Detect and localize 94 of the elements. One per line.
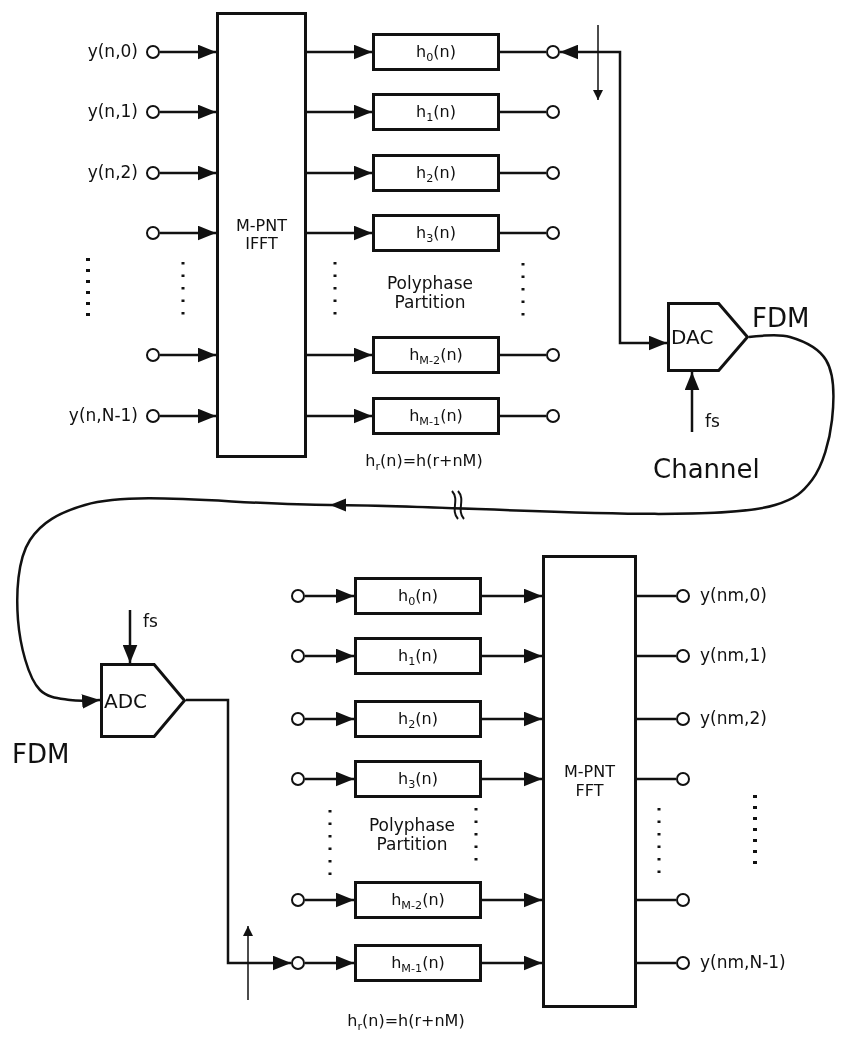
filter-box: h$_{M-2}$(n) bbox=[372, 336, 500, 374]
signal-arrow bbox=[560, 44, 667, 351]
signal-label: y(nm,N-1) bbox=[700, 953, 786, 972]
input-terminal bbox=[291, 649, 305, 663]
output-terminal bbox=[676, 712, 690, 726]
signal-label: y(n,0) bbox=[87, 42, 138, 61]
signal-arrow bbox=[305, 588, 354, 604]
signal-arrow bbox=[482, 892, 542, 908]
signal-arrow bbox=[482, 955, 542, 971]
output-terminal bbox=[546, 226, 560, 240]
filter-box: h$_{M-1}$(n) bbox=[354, 944, 482, 982]
signal-arrow bbox=[482, 648, 542, 664]
signal-arrow bbox=[307, 408, 372, 424]
signal-line bbox=[500, 231, 546, 235]
signal-arrow bbox=[305, 892, 354, 908]
output-terminal bbox=[546, 105, 560, 119]
signal-arrow bbox=[307, 44, 372, 60]
output-terminal bbox=[546, 409, 560, 423]
signal-arrow bbox=[482, 771, 542, 787]
adc-block: ADC bbox=[100, 663, 186, 738]
ifft-block: M-PNT IFFT bbox=[216, 12, 307, 458]
signal-label: y(nm,2) bbox=[700, 709, 767, 728]
signal-arrow bbox=[160, 104, 216, 120]
signal-arrow bbox=[307, 347, 372, 363]
input-terminal bbox=[291, 589, 305, 603]
signal-arrow bbox=[160, 225, 216, 241]
signal-label: y(n,N-1) bbox=[68, 406, 138, 425]
filter-box: h$_{1}$(n) bbox=[372, 93, 500, 131]
filter-box: h$_{2}$(n) bbox=[372, 154, 500, 192]
signal-line bbox=[500, 50, 546, 54]
fft-block: M-PNT FFT bbox=[542, 555, 637, 1008]
output-terminal bbox=[676, 956, 690, 970]
filter-box: h$_{3}$(n) bbox=[354, 760, 482, 798]
signal-arrow bbox=[160, 408, 216, 424]
output-terminal bbox=[676, 589, 690, 603]
signal-arrow bbox=[482, 588, 542, 604]
output-terminal bbox=[676, 772, 690, 786]
filter-box: h$_{M-2}$(n) bbox=[354, 881, 482, 919]
input-terminal bbox=[146, 348, 160, 362]
filter-box: h$_{M-1}$(n) bbox=[372, 397, 500, 435]
output-terminal bbox=[676, 893, 690, 907]
output-terminal bbox=[546, 45, 560, 59]
input-terminal bbox=[291, 893, 305, 907]
signal-line bbox=[637, 961, 676, 965]
filter-box: h$_{2}$(n) bbox=[354, 700, 482, 738]
signal-arrow bbox=[307, 165, 372, 181]
input-terminal bbox=[146, 409, 160, 423]
signal-line bbox=[637, 717, 676, 721]
signal-arrow bbox=[684, 372, 700, 432]
signal-arrow bbox=[160, 347, 216, 363]
signal-line bbox=[500, 171, 546, 175]
signal-arrow bbox=[122, 610, 138, 663]
signal-arrow bbox=[305, 771, 354, 787]
signal-line bbox=[637, 594, 676, 598]
output-terminal bbox=[676, 649, 690, 663]
signal-line bbox=[500, 110, 546, 114]
signal-arrow bbox=[305, 648, 354, 664]
signal-arrow bbox=[186, 698, 291, 971]
signal-label: FDM bbox=[752, 304, 810, 333]
output-terminal bbox=[546, 348, 560, 362]
signal-label: y(nm,0) bbox=[700, 586, 767, 605]
filter-box: h$_{3}$(n) bbox=[372, 214, 500, 252]
section-label: Polyphase Partition bbox=[367, 816, 457, 854]
output-terminal bbox=[546, 166, 560, 180]
signal-arrow bbox=[307, 104, 372, 120]
signal-line bbox=[637, 777, 676, 781]
signal-line bbox=[637, 898, 676, 902]
signal-label: FDM bbox=[12, 740, 70, 769]
filter-box: h$_{1}$(n) bbox=[354, 637, 482, 675]
input-terminal bbox=[146, 166, 160, 180]
signal-arrow bbox=[160, 44, 216, 60]
signal-line bbox=[637, 654, 676, 658]
signal-label: y(n,2) bbox=[87, 163, 138, 182]
formula-label: h$_{r}$(n)=h(r+nM) bbox=[365, 452, 483, 470]
input-terminal bbox=[291, 772, 305, 786]
signal-arrow bbox=[305, 955, 354, 971]
signal-line bbox=[500, 353, 546, 357]
signal-arrow bbox=[160, 165, 216, 181]
input-terminal bbox=[146, 105, 160, 119]
input-terminal bbox=[146, 45, 160, 59]
section-label: Polyphase Partition bbox=[385, 274, 475, 312]
signal-arrow bbox=[482, 711, 542, 727]
filter-box: h$_{0}$(n) bbox=[354, 577, 482, 615]
signal-label: y(n,1) bbox=[87, 102, 138, 121]
input-terminal bbox=[291, 956, 305, 970]
signal-arrow bbox=[307, 225, 372, 241]
filter-box: h$_{0}$(n) bbox=[372, 33, 500, 71]
signal-arrow bbox=[305, 711, 354, 727]
dac-block: DAC bbox=[667, 302, 749, 372]
input-terminal bbox=[291, 712, 305, 726]
signal-line bbox=[500, 414, 546, 418]
signal-label: y(nm,1) bbox=[700, 646, 767, 665]
input-terminal bbox=[146, 226, 160, 240]
formula-label: h$_{r}$(n)=h(r+nM) bbox=[347, 1012, 465, 1030]
